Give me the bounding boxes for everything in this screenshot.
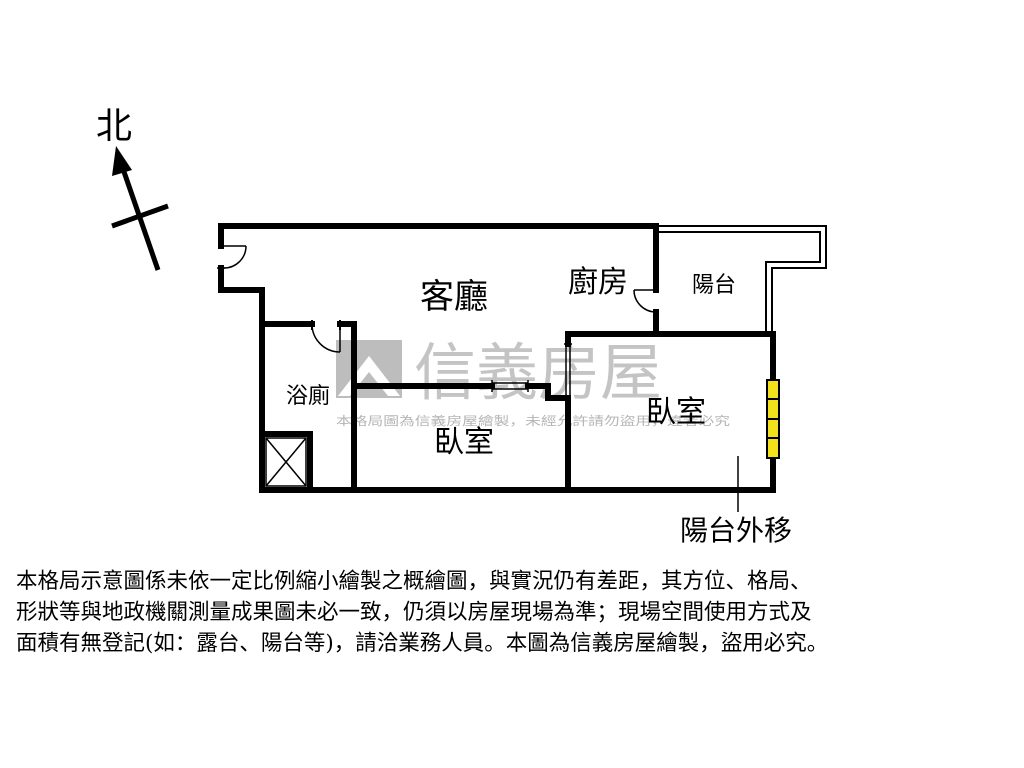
disclaimer-line: 本格局示意圖係未依一定比例縮小繪製之概繪圖，與實況仍有差距，其方位、格局、: [16, 569, 812, 594]
disclaimer-line: 面積有無登記(如：露台、陽台等)，請洽業務人員。本圖為信義房屋繪製，盜用必究。: [16, 631, 829, 656]
bathroom-door-icon: [311, 323, 341, 353]
room-living: 客廳: [420, 277, 488, 317]
room-bedroom-right: 臥室: [646, 395, 706, 430]
room-kitchen: 廚房: [568, 265, 628, 300]
bedroom-left-door-icon: [491, 380, 529, 392]
entrance-door-icon: [217, 245, 247, 269]
room-bedroom-left: 臥室: [434, 425, 494, 460]
floor-plan: 北 信義房屋 本格局圖為信義房屋繪製，未經允許請勿盜用，違者必究: [96, 106, 827, 547]
walls: [218, 223, 776, 493]
disclaimer: 本格局示意圖係未依一定比例縮小繪製之概繪圖，與實況仍有差距，其方位、格局、 形狀…: [16, 566, 1012, 659]
disclaimer-line: 形狀等與地政機關測量成果圖未必一致，仍須以房屋現場為準；現場空間使用方式及: [16, 600, 812, 625]
bedroom-right-door-icon: [564, 343, 572, 398]
watermark-notice: 本格局圖為信義房屋繪製，未經允許請勿盜用，違者必究: [336, 413, 730, 428]
window-icon: [766, 379, 780, 459]
watermark-brand: 信義房屋: [414, 336, 662, 409]
duct-shaft-icon: [265, 437, 307, 487]
north-arrow-head: [112, 146, 132, 176]
balcony-outline: [656, 225, 827, 334]
north-label: 北: [96, 106, 132, 147]
watermark-logo-icon: [336, 340, 402, 398]
room-balcony: 陽台: [692, 273, 736, 298]
north-compass: 北: [96, 106, 169, 271]
kitchen-door-icon: [633, 289, 657, 313]
balcony-moved-out-note: 陽台外移: [680, 514, 792, 547]
room-bathroom: 浴廁: [286, 384, 330, 409]
compass-cross-bar: [111, 203, 169, 229]
